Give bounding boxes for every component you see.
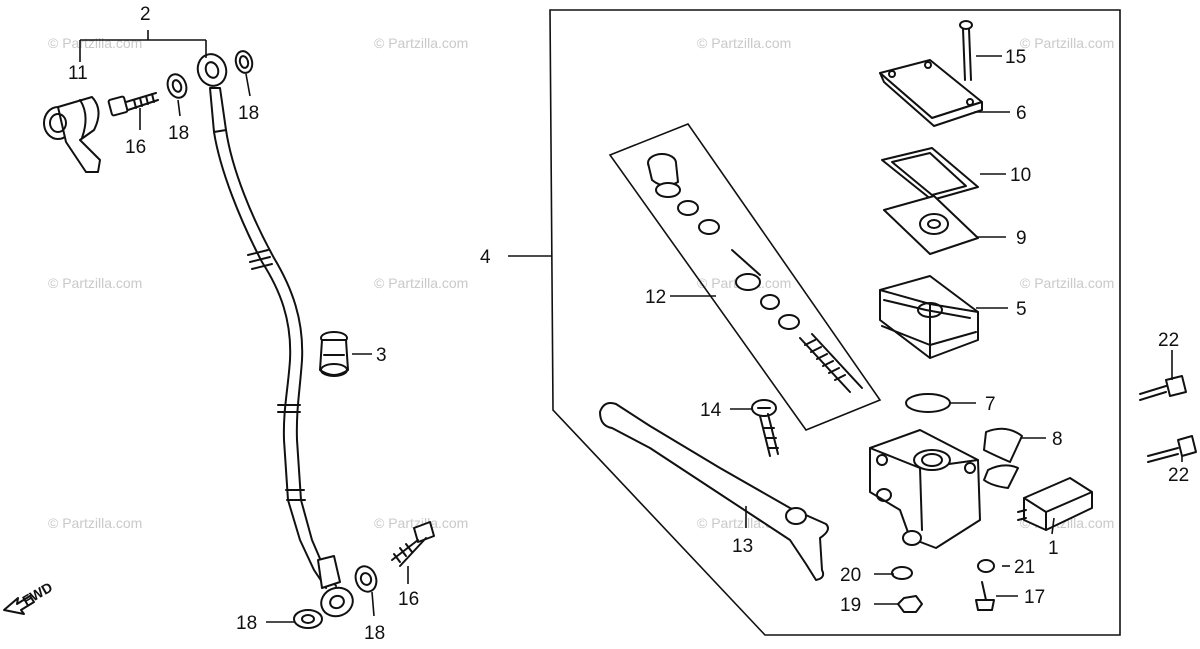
callout-6: 6 [1016, 103, 1027, 124]
callout-18: 18 [238, 103, 259, 124]
callout-7: 7 [985, 394, 996, 415]
bolt-icon [1147, 435, 1197, 463]
callout-16: 16 [398, 589, 419, 610]
watermark: © Partzilla.com [1020, 275, 1114, 291]
watermark: © Partzilla.com [48, 515, 142, 531]
washer-icon [166, 73, 188, 99]
watermark: © Partzilla.com [48, 35, 142, 51]
callout-20: 20 [840, 565, 861, 586]
callout-8: 8 [1052, 429, 1063, 450]
washer-icon [977, 559, 995, 573]
callout-16: 16 [125, 137, 146, 158]
bolt-icon [1139, 375, 1187, 401]
watermark: © Partzilla.com [374, 515, 468, 531]
bolt-icon [751, 399, 779, 457]
callout-9: 9 [1016, 228, 1027, 249]
callout-15: 15 [1005, 47, 1026, 68]
callout-2: 2 [140, 4, 151, 25]
reservoir-icon [879, 275, 979, 359]
fwd-label: FWD [20, 579, 56, 609]
callout-numbers: 2 11 16 18 18 3 4 12 14 13 15 6 10 9 5 7… [68, 4, 1189, 644]
callout-19: 19 [840, 595, 861, 616]
callout-11: 11 [68, 63, 88, 84]
watermark: © Partzilla.com [1020, 35, 1114, 51]
brake-hose-icon [196, 53, 354, 618]
grommet-icon [319, 331, 349, 377]
fwd-arrow-icon: FWD [3, 579, 56, 615]
brake-lever-icon [599, 402, 829, 581]
piston-kit-icon [608, 123, 882, 431]
callout-5: 5 [1016, 299, 1027, 320]
callout-14: 14 [700, 400, 722, 421]
callout-13: 13 [732, 536, 753, 557]
switch [1017, 477, 1093, 531]
bolt-icon [975, 581, 995, 611]
callout-21: 21 [1014, 557, 1035, 578]
bolt-icon [391, 521, 435, 567]
o-ring [905, 393, 951, 413]
callout-22: 22 [1158, 330, 1179, 351]
reservoir-cap-icon [879, 59, 983, 127]
callout-18: 18 [236, 613, 257, 634]
assembly-boundary [549, 9, 1121, 636]
callout-18: 18 [168, 123, 189, 144]
callout-22: 22 [1168, 465, 1189, 486]
banjo-fitting-11 [43, 96, 101, 173]
diaphragm [883, 195, 979, 255]
callout-1: 1 [1048, 538, 1059, 559]
clamp [983, 427, 1023, 489]
callout-17: 17 [1024, 587, 1045, 608]
washer-icon [354, 565, 378, 593]
bolt-icon [107, 92, 159, 117]
callout-4: 4 [480, 247, 491, 268]
nut [897, 595, 923, 613]
bolt-icon [959, 20, 973, 81]
master-cylinder-body-icon [869, 429, 981, 549]
washer-icon [293, 609, 323, 629]
watermark: © Partzilla.com [374, 35, 468, 51]
callout-12: 12 [645, 287, 666, 308]
diaphragm-plate [881, 147, 979, 201]
callout-3: 3 [376, 345, 387, 366]
washer-icon [234, 50, 254, 74]
callout-18: 18 [364, 623, 385, 644]
callout-10: 10 [1010, 165, 1031, 186]
washer-icon [891, 566, 913, 580]
watermark: © Partzilla.com [374, 275, 468, 291]
watermark: © Partzilla.com [697, 35, 791, 51]
watermark: © Partzilla.com [48, 275, 142, 291]
leader-lines [79, 30, 1183, 623]
